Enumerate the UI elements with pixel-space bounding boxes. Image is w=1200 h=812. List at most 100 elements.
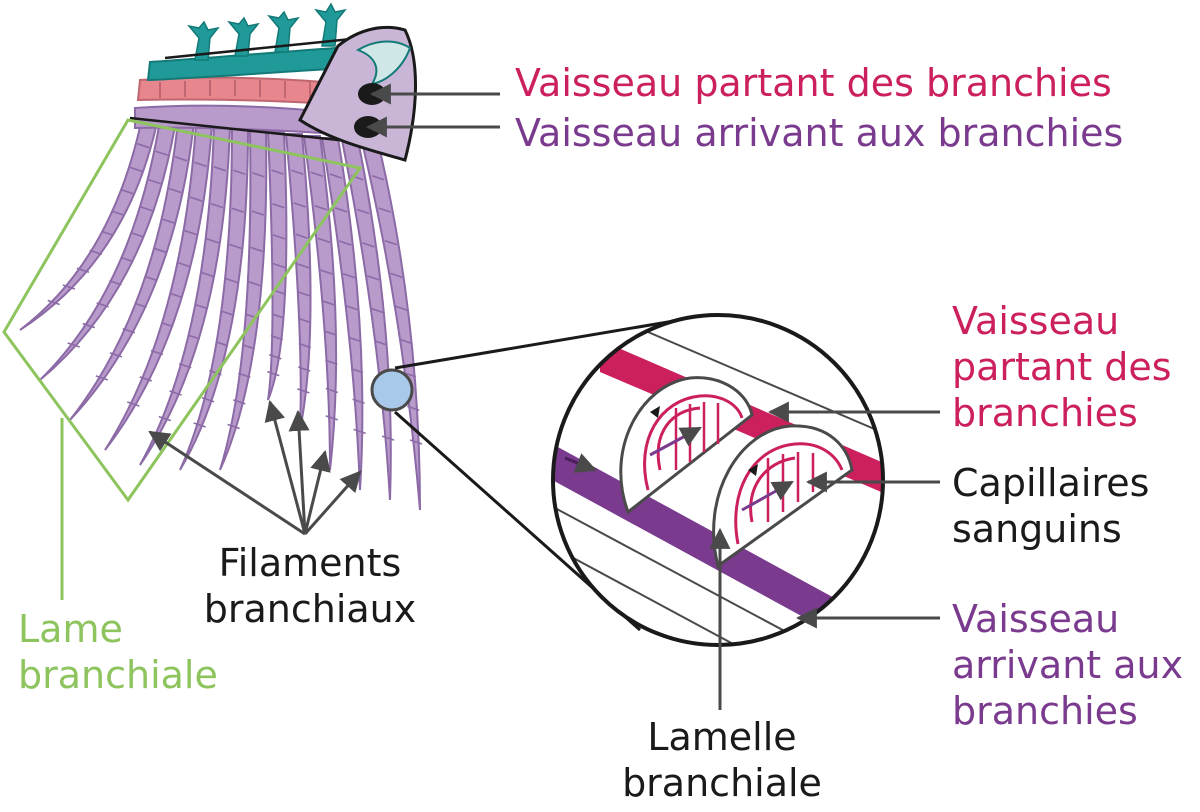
filament-rib <box>242 343 255 350</box>
filament-rib <box>298 366 311 372</box>
filament-rib <box>269 354 282 360</box>
filament-rib <box>298 342 312 349</box>
filament-rib <box>374 340 388 346</box>
filament-rib <box>225 277 239 284</box>
filament-rib <box>121 189 134 195</box>
filament-rib <box>47 299 60 306</box>
filament-rib <box>329 173 343 179</box>
filament-pointers <box>148 399 362 536</box>
filament-rib <box>371 174 385 181</box>
filament-rib <box>403 371 417 378</box>
filament-rib <box>155 150 168 156</box>
filament-rib <box>252 172 265 178</box>
filament-rib <box>310 171 324 178</box>
filament-rib <box>160 321 174 328</box>
zoom-tangent-top <box>394 318 681 370</box>
label-zoom-vessel-out: Vaisseau partant des branchies <box>952 299 1172 435</box>
filament-rib <box>210 202 224 209</box>
label-gill-plate: Lame branchiale <box>18 607 218 697</box>
zoom-detail <box>553 315 883 645</box>
filament-rib <box>62 284 76 290</box>
filament-rib <box>150 349 164 356</box>
filament-rib <box>158 415 172 422</box>
filament-rib <box>229 243 242 250</box>
filament-rib <box>272 262 286 269</box>
filament-rib <box>67 342 80 348</box>
filament-rib <box>82 322 96 329</box>
filament-rib <box>233 169 246 176</box>
filament-rib <box>162 218 175 224</box>
filament-rib <box>378 207 391 213</box>
zoom-magnifier-circle <box>551 313 885 647</box>
filament-rib <box>148 178 162 185</box>
filament-rib <box>131 232 144 238</box>
gill-filament <box>219 129 268 471</box>
gill-filament <box>284 133 312 431</box>
filament-rib <box>221 310 234 316</box>
filament-rib <box>213 166 227 172</box>
filament-rib <box>238 372 251 379</box>
filament-rib <box>350 367 364 374</box>
filament-rib <box>96 302 109 308</box>
label-filaments: Filaments branchiaux <box>203 541 417 631</box>
filament-rib <box>371 307 384 314</box>
filament-rib <box>139 376 152 382</box>
filament-rib <box>109 280 122 286</box>
filament-rib <box>109 352 123 358</box>
filament-rib <box>206 238 220 244</box>
filament-rib <box>233 399 246 405</box>
gill-filament <box>179 127 250 471</box>
filament-rib <box>291 169 304 175</box>
filament-rib <box>169 292 183 299</box>
filament-rib <box>89 249 103 256</box>
filament-rib <box>298 317 311 324</box>
filament-rib <box>76 267 90 274</box>
filament-rib <box>399 338 413 345</box>
filament-rib <box>201 396 215 403</box>
filament-rib <box>193 422 206 428</box>
filament-rib <box>409 439 423 445</box>
lamella-2 <box>712 424 854 569</box>
filament-rib <box>325 387 339 394</box>
filament-rib <box>356 208 370 215</box>
filament-rib <box>342 272 356 279</box>
filament-rib <box>270 334 284 341</box>
filament-rib <box>381 435 395 441</box>
filament-rib <box>348 336 362 343</box>
filament-rib <box>178 363 192 369</box>
filament-rib <box>169 187 182 194</box>
filament-rib <box>120 256 134 263</box>
gill-filament <box>104 123 214 451</box>
filament-rib <box>320 269 333 275</box>
gill-filaments <box>19 117 423 511</box>
filament-rib <box>215 341 229 347</box>
filament-rib <box>295 233 308 239</box>
filament-rib <box>248 281 261 287</box>
filament-rib <box>406 405 420 412</box>
filament-rib <box>129 166 143 173</box>
gill-plate-outline <box>2 118 363 503</box>
zoom-spot <box>370 368 414 412</box>
filament-rib <box>296 263 310 269</box>
filament-rib <box>339 240 352 246</box>
filament-rib <box>324 330 337 336</box>
arch-ribs <box>159 80 311 100</box>
filament-rib <box>395 305 408 312</box>
filament-rib <box>250 246 263 253</box>
filament-rib <box>353 428 366 435</box>
gill-filament <box>360 141 421 511</box>
label-lamella: Lamelle branchiale <box>622 715 822 805</box>
filament-rib <box>101 230 114 237</box>
filament-rib <box>154 247 167 254</box>
filament-rib <box>227 423 240 430</box>
filament-rib <box>293 202 307 208</box>
gill-filament <box>266 131 288 401</box>
filament-rib <box>362 242 375 248</box>
filament-rib <box>390 272 403 279</box>
lamella-1 <box>619 376 754 515</box>
filament-rib <box>352 398 365 405</box>
filament-rib <box>177 261 191 268</box>
filament-rib <box>271 313 285 319</box>
filament-rib <box>267 370 280 377</box>
